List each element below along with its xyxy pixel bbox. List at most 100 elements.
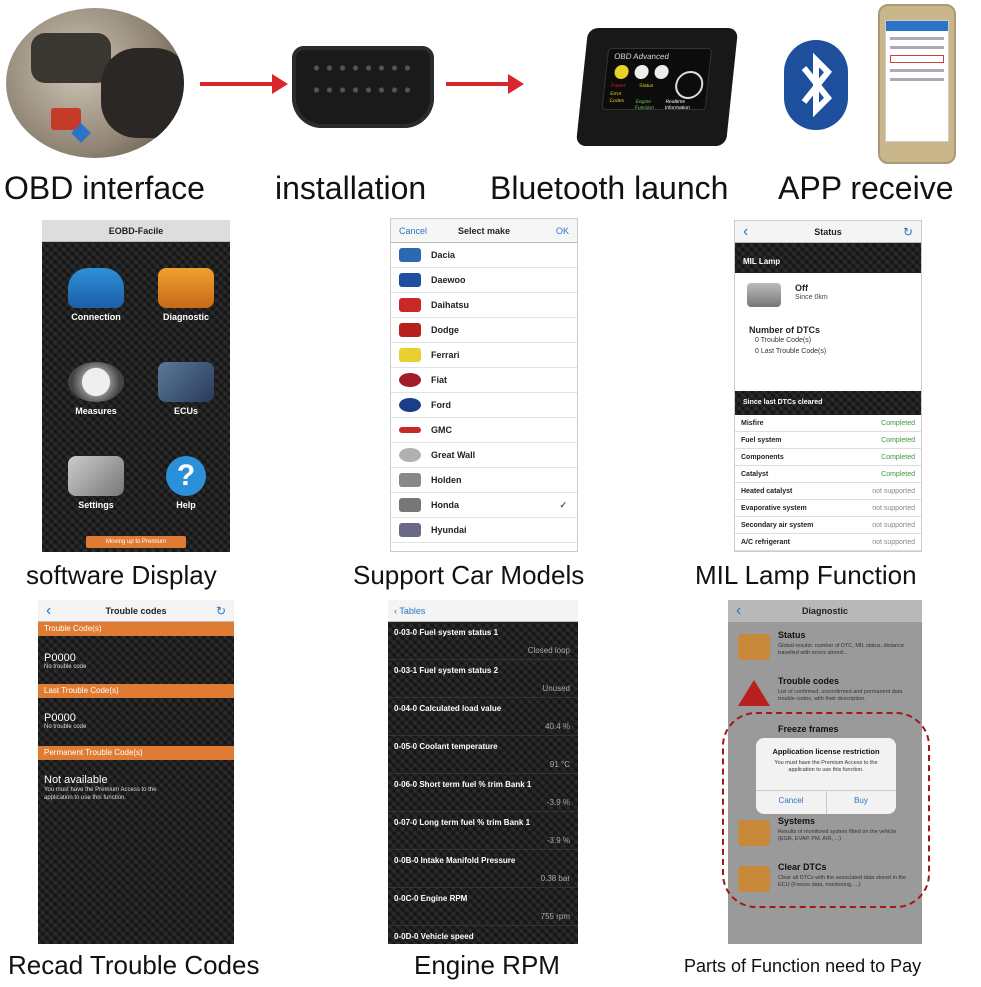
arrow-icon bbox=[200, 82, 278, 86]
menu-connection[interactable]: Connection bbox=[56, 268, 136, 322]
cancel-button[interactable]: Cancel bbox=[399, 225, 428, 236]
refresh-icon[interactable]: ↻ bbox=[215, 603, 226, 618]
diag-row-freeze-frames[interactable]: Freeze frames bbox=[778, 724, 839, 734]
diag-title: Diagnostic bbox=[801, 605, 848, 616]
make-row[interactable]: Ferrari bbox=[391, 343, 577, 368]
make-row[interactable]: Great Wall bbox=[391, 443, 577, 468]
back-icon[interactable]: ‹ bbox=[743, 222, 749, 240]
diag-row-systems[interactable]: Systems Results of monitored system fitt… bbox=[728, 816, 922, 846]
menu-ecus[interactable]: ECUs bbox=[146, 362, 226, 416]
last-trouble-code-desc: No trouble code bbox=[44, 724, 87, 730]
dtc-count: 0 Trouble Code(s) bbox=[755, 337, 812, 344]
make-row[interactable]: Holden bbox=[391, 468, 577, 493]
diagnostic-screen: ‹ Diagnostic Status Global results: numb… bbox=[728, 600, 922, 944]
menu-settings[interactable]: Settings bbox=[56, 456, 136, 510]
tables-nav-bar: ‹ Tables bbox=[388, 600, 578, 622]
make-row[interactable]: Honda✓ bbox=[391, 493, 577, 518]
eobd-title-bar: EOBD-Facile bbox=[42, 220, 230, 242]
premium-button[interactable]: Moving up to Premium bbox=[86, 536, 186, 548]
caption-obd-interface: OBD interface bbox=[4, 170, 205, 206]
make-row[interactable]: Fiat bbox=[391, 368, 577, 393]
pid-value: -3.9 % bbox=[546, 798, 570, 807]
caption-software-display: software Display bbox=[26, 560, 217, 590]
diag-nav-bar: ‹ Diagnostic bbox=[728, 600, 922, 622]
make-row[interactable]: Dodge bbox=[391, 318, 577, 343]
caption-app-receive: APP receive bbox=[778, 170, 954, 206]
permanent-code-desc: You must have the Premium Access to the … bbox=[44, 787, 157, 801]
section-last-trouble-codes: Last Trouble Code(s) bbox=[38, 684, 234, 698]
make-title: Select make bbox=[457, 225, 511, 236]
pid-name: 0-05-0 Coolant temperature bbox=[394, 742, 498, 751]
diag-row-status[interactable]: Status Global results: number of DTC, MI… bbox=[728, 630, 922, 660]
monitor-name: Evaporative system bbox=[741, 504, 807, 512]
pid-row[interactable]: 0-03-0 Fuel system status 1 Closed loop bbox=[388, 622, 578, 660]
pid-name: 0-04-0 Calculated load value bbox=[394, 704, 502, 713]
status-nav-bar: ‹ Status ↻ bbox=[735, 221, 921, 243]
tables-back-button[interactable]: ‹ Tables bbox=[394, 605, 426, 616]
caption-paid-functions: Parts of Function need to Pay bbox=[684, 956, 922, 976]
dialog-text: You must have the Premium Access to the … bbox=[774, 760, 878, 773]
pid-row[interactable]: 0-06-0 Short term fuel % trim Bank 1-3.9… bbox=[388, 774, 578, 812]
monitor-name: Catalyst bbox=[741, 470, 769, 478]
make-row[interactable]: GMC bbox=[391, 418, 577, 443]
trouble-code-desc: No trouble code bbox=[44, 664, 87, 670]
ok-button[interactable]: OK bbox=[555, 225, 569, 236]
engine-icon bbox=[738, 820, 770, 846]
arrow-head-icon bbox=[272, 74, 288, 94]
pid-row[interactable]: 0-05-0 Coolant temperature 91 °C bbox=[388, 736, 578, 774]
refresh-icon[interactable]: ↻ bbox=[902, 224, 913, 239]
since-header: Since last DTCs cleared bbox=[735, 391, 921, 415]
select-make-screen: Cancel Select make OK Dacia Daewoo Daiha… bbox=[390, 218, 578, 552]
pid-row[interactable]: 0-0D-0 Vehicle speed bbox=[388, 926, 578, 944]
status-screen: ‹ Status ↻ MIL Lamp Off Since 0km Number… bbox=[734, 220, 922, 552]
pid-name: 0-07-0 Long term fuel % trim Bank 1 bbox=[394, 818, 531, 827]
pid-value: 91 °C bbox=[549, 760, 570, 769]
tables-screen: ‹ Tables 0-03-0 Fuel system status 1 Clos… bbox=[388, 600, 578, 944]
pid-name: 0-03-0 Fuel system status 1 bbox=[394, 628, 499, 637]
dialog-cancel-button[interactable]: Cancel bbox=[778, 796, 804, 805]
monitor-state: Completed bbox=[881, 470, 915, 478]
dialog-buy-button[interactable]: Buy bbox=[854, 796, 868, 805]
back-icon[interactable]: ‹ bbox=[46, 601, 52, 619]
monitor-row: Oxygen sensorCompleted bbox=[735, 551, 921, 552]
monitor-state: not supported bbox=[872, 504, 915, 512]
engine-icon bbox=[738, 634, 770, 660]
make-row[interactable]: Hyundai bbox=[391, 518, 577, 543]
back-icon[interactable]: ‹ bbox=[736, 601, 742, 619]
license-dialog: Application license restriction You must… bbox=[756, 738, 896, 814]
make-row[interactable]: Daewoo bbox=[391, 268, 577, 293]
adapter-brand: OBD Advanced bbox=[613, 52, 670, 61]
trouble-codes-screen: ‹ Trouble codes ↻ Trouble Code(s) P0000 … bbox=[38, 600, 234, 944]
menu-help[interactable]: ? Help bbox=[146, 456, 226, 510]
checkmark-icon: ✓ bbox=[559, 499, 567, 510]
caption-support-car-models: Support Car Models bbox=[353, 560, 585, 590]
pid-row[interactable]: 0-07-0 Long term fuel % trim Bank 1-3.9 … bbox=[388, 812, 578, 850]
pid-value: Closed loop bbox=[527, 646, 570, 655]
monitor-row: Evaporative system not supported bbox=[735, 500, 921, 517]
arrow-head-icon bbox=[508, 74, 524, 94]
caption-installation: installation bbox=[275, 170, 427, 206]
trouble-title: Trouble codes bbox=[105, 605, 167, 616]
make-row[interactable]: Dacia bbox=[391, 243, 577, 268]
warning-icon bbox=[738, 680, 770, 706]
caption-bluetooth-launch: Bluetooth launch bbox=[490, 170, 729, 206]
mil-state: Off bbox=[795, 283, 808, 293]
dtc-last-count: 0 Last Trouble Code(s) bbox=[755, 348, 827, 355]
diag-row-trouble-codes[interactable]: Trouble codes List of confirmed, unconfi… bbox=[728, 676, 922, 706]
obd-port-image bbox=[292, 46, 434, 128]
menu-measures[interactable]: Measures bbox=[56, 362, 136, 416]
menu-diagnostic[interactable]: Diagnostic bbox=[146, 268, 226, 322]
status-title: Status bbox=[814, 226, 842, 237]
make-row[interactable]: Daihatsu bbox=[391, 293, 577, 318]
caption-engine-rpm: Engine RPM bbox=[414, 950, 560, 980]
permanent-code: Not available bbox=[44, 774, 108, 786]
make-row[interactable]: Ford bbox=[391, 393, 577, 418]
